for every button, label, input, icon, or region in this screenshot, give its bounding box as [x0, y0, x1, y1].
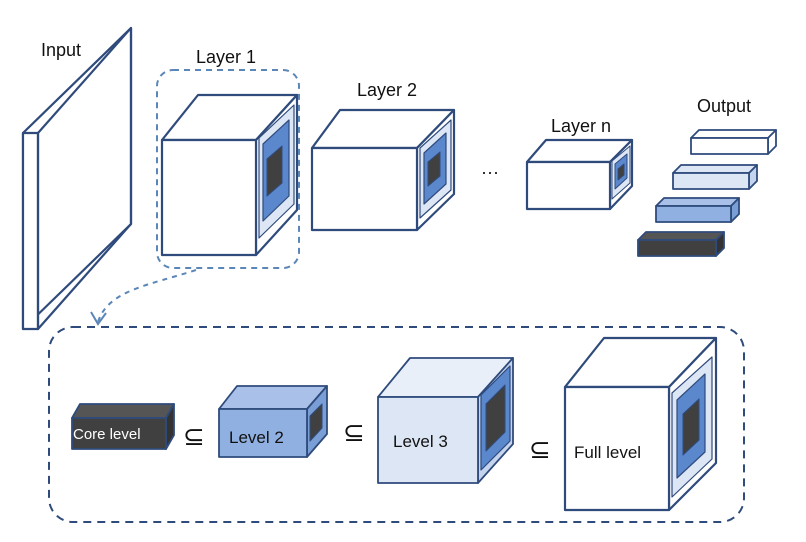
full-level-block — [563, 336, 718, 512]
ellipsis: ··· — [481, 162, 499, 182]
zoom-arrow — [97, 269, 197, 323]
subset-symbol-2: ⊆ — [343, 418, 365, 448]
output-label: Output — [697, 96, 751, 116]
level-2-label: Level 2 — [229, 428, 284, 447]
layer-n-cube — [525, 138, 634, 211]
layer-1-cube — [160, 93, 299, 257]
output-bar-2 — [672, 164, 758, 190]
layer-2-label: Layer 2 — [357, 80, 417, 100]
level-3-label: Level 3 — [393, 432, 448, 451]
subset-symbol-3: ⊆ — [529, 435, 551, 465]
input-plane — [21, 26, 133, 331]
output-bar-3 — [655, 197, 740, 223]
level-3-block — [377, 357, 514, 484]
core-level-label: Core level — [73, 426, 141, 443]
layer-1-highlight-box — [156, 69, 300, 269]
subset-symbol-1: ⊆ — [183, 422, 205, 452]
input-label: Input — [41, 40, 81, 60]
full-level-label: Full level — [574, 443, 641, 462]
core-level-block — [71, 403, 175, 450]
level-2-block — [218, 385, 328, 458]
layer-2-cube — [310, 108, 456, 232]
layer-n-label: Layer n — [551, 116, 611, 136]
output-bar-4 — [637, 231, 725, 257]
output-bar-1 — [690, 129, 777, 155]
zoom-arrow-head — [90, 311, 107, 326]
layer-1-label: Layer 1 — [196, 47, 256, 67]
levels-panel — [48, 326, 745, 523]
